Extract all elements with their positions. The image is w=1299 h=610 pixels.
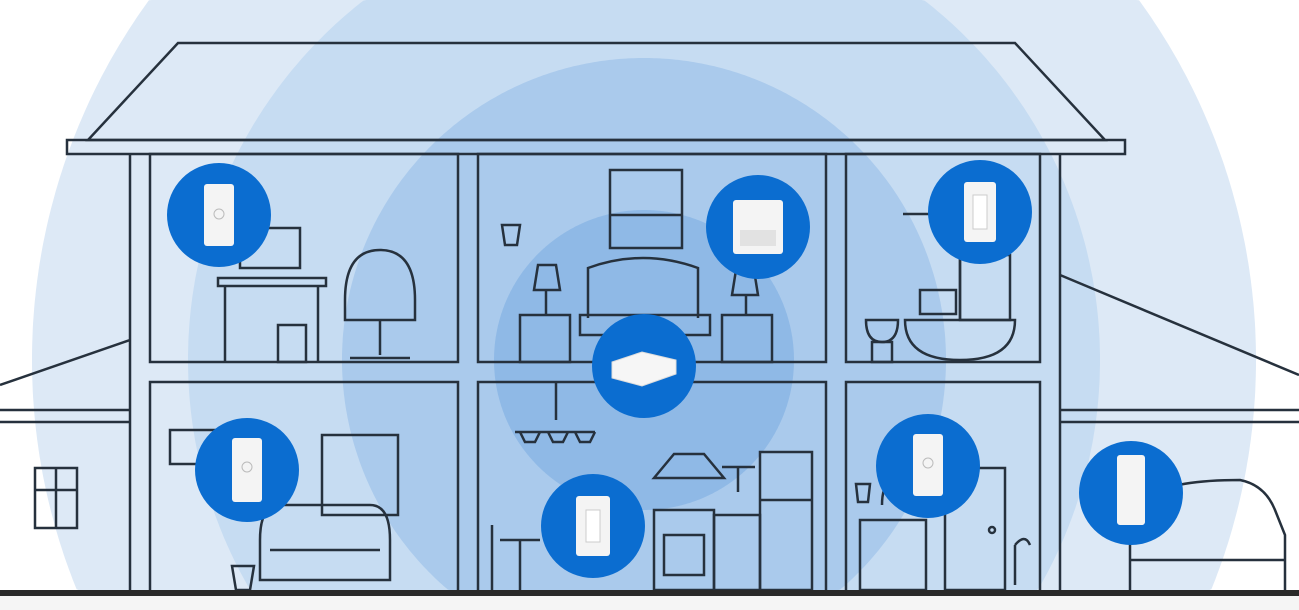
motion-sensor-garage[interactable]: [1079, 441, 1183, 545]
shade-remote-bedroom[interactable]: [706, 175, 810, 279]
dimmer-switch-living[interactable]: [195, 418, 299, 522]
light-switch-bathroom[interactable]: [928, 160, 1032, 264]
device-badges: [167, 160, 1183, 578]
dimmer-switch-office[interactable]: [167, 163, 271, 267]
dimmer-switch-hallway[interactable]: [876, 414, 980, 518]
footer-strip: [0, 596, 1299, 610]
slide-dimmer-kitchen[interactable]: [541, 474, 645, 578]
house-outline: [0, 41, 1299, 592]
floor-bar: [0, 590, 1299, 596]
smart-bridge-hub[interactable]: [592, 314, 696, 418]
